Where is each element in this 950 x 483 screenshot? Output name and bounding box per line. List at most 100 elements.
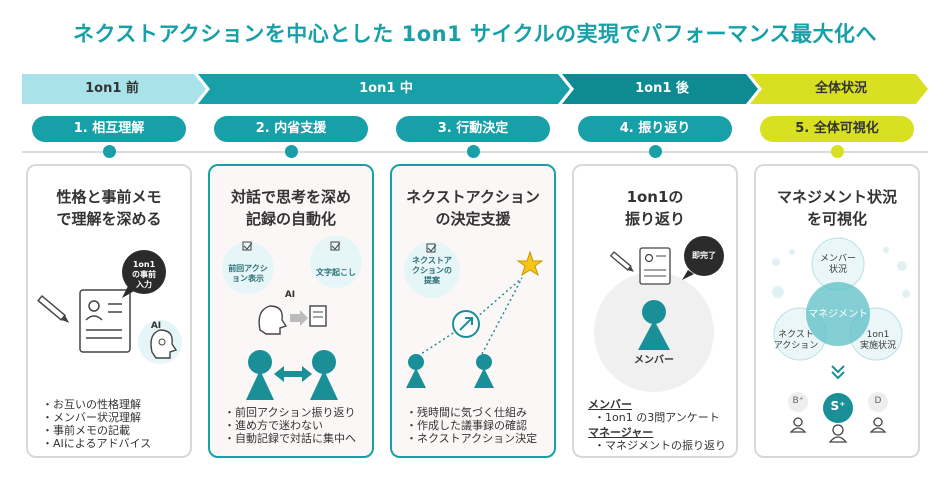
card-title-line-2: を可視化 — [806, 210, 867, 228]
bullet-item: お互いの性格理解 — [42, 398, 190, 411]
grade-badge-center — [823, 393, 853, 443]
speech-bubble-icon — [122, 250, 166, 298]
card-3-illustration — [404, 242, 544, 388]
decor-dots — [772, 247, 910, 298]
venn-line-2: 状況 — [828, 265, 847, 275]
phase-label-after: 1on1 後 — [635, 81, 689, 96]
section-title-manager: マネージャー — [588, 426, 654, 439]
card-title: マネジメント状況 を可視化 — [756, 186, 918, 230]
ai-label: AI — [284, 290, 296, 300]
grade-center: S⁺ — [830, 399, 846, 413]
document-icon — [639, 247, 671, 285]
card-title: 1on1の 振り返り — [574, 186, 736, 230]
card-title-line-2: で理解を深める — [56, 210, 162, 228]
card-title: 対話で思考を深め 記録の自動化 — [210, 186, 372, 230]
check-icon — [242, 241, 253, 251]
venn-line-1: メンバー — [819, 254, 856, 264]
bullet-item: 自動記録で対話に集中へ — [224, 432, 372, 445]
card-title-line-1: 性格と事前メモ — [56, 188, 162, 206]
arrow-circle-icon — [452, 310, 480, 338]
person-icon — [406, 354, 426, 388]
step-dot-3 — [467, 145, 480, 158]
circle-bg — [222, 242, 274, 294]
grade-right: D — [874, 396, 882, 406]
check-icon — [330, 241, 341, 251]
bubble-text: 即完了 — [692, 251, 716, 260]
step-pill-1: 1. 相互理解 — [32, 116, 186, 142]
ai-head-icon — [138, 320, 182, 364]
bubble-line-1: 1on1 — [132, 260, 156, 269]
card-mutual-understanding: 性格と事前メモ で理解を深める 1on1 — [26, 164, 192, 458]
grade-left: B⁺ — [792, 396, 804, 406]
mini-line-3: 提案 — [424, 276, 440, 285]
venn-label-management: マネジメント — [808, 309, 868, 320]
page-title: ネクストアクションを中心とした 1on1 サイクルの実現でパフォーマンス最大化へ — [72, 22, 878, 46]
card-2-bullets: 前回アクション振り返り 進め方で迷わない 自動記録で対話に集中へ — [224, 406, 372, 445]
mini-line-1: ネクストア — [412, 256, 452, 265]
phase-bar: 1on1 前 1on1 中 1on1 後 全体状況 — [22, 74, 928, 104]
ai-head-icon — [258, 305, 288, 335]
section-title-member: メンバー — [588, 398, 632, 411]
double-chevron-down-icon — [831, 365, 845, 380]
pencil-icon — [609, 251, 634, 272]
person-icon — [638, 300, 670, 350]
card-title-line-2: 振り返り — [624, 210, 685, 228]
phase-label-before: 1on1 前 — [85, 81, 139, 96]
mini-line-1: 前回アクシ — [228, 264, 268, 273]
step-pill-5: 5. 全体可視化 — [760, 116, 914, 142]
person-icon — [246, 350, 274, 400]
card-title-line-2: 記録の自動化 — [245, 210, 336, 228]
card-title-line-1: 対話で思考を深め — [230, 188, 351, 206]
mini-label-transcription: 文字起こし — [316, 268, 356, 277]
mini-label-next-action: ネクストア クションの 提案 — [404, 256, 460, 286]
ai-label: AI — [150, 321, 162, 331]
venn-circle-management — [806, 282, 870, 346]
bullet-item: 残時間に気づく仕組み — [406, 406, 554, 419]
bullet-item: ネクストアクション決定 — [406, 432, 554, 445]
venn-line-1: 1on1 — [866, 330, 890, 340]
step-dot-4 — [649, 145, 662, 158]
phase-arrow-after — [562, 74, 758, 104]
venn-line-2: 実施状況 — [859, 341, 896, 351]
card-action-decision: ネクストアクション の決定支援 ネクストア クションの 提案 残時間に気づく仕組… — [390, 164, 556, 458]
phase-arrow-overall — [750, 74, 928, 104]
card-title: ネクストアクション の決定支援 — [392, 186, 554, 230]
member-label: メンバー — [634, 355, 674, 366]
memo-icon — [309, 305, 327, 327]
circle-bg — [310, 236, 362, 288]
card-retrospective: 1on1の 振り返り 即完了 メンバー メンバー ・1on1 の3問アンケート … — [572, 164, 738, 458]
phase-arrow-before — [22, 74, 206, 104]
phase-label-during: 1on1 中 — [359, 81, 413, 96]
mini-line-2: クションの — [412, 266, 452, 275]
section-item-text: 1on1 の3問アンケート — [605, 411, 720, 424]
venn-line-1: ネクスト — [778, 330, 814, 340]
double-arrow-icon — [274, 366, 312, 382]
card-1-illustration — [37, 250, 182, 364]
section-item-manager: ・マネジメントの振り返り — [594, 439, 726, 452]
phase-label-overall: 全体状況 — [814, 81, 867, 96]
venn-label-action: ネクスト アクション — [772, 330, 820, 352]
circle-bg — [404, 242, 460, 298]
card-visualization: マネジメント状況 を可視化 メンバー 状況 — [754, 164, 920, 458]
step-pill-4: 4. 振り返り — [578, 116, 732, 142]
mini-line-2: ョン表示 — [232, 274, 264, 283]
venn-label-member: メンバー 状況 — [814, 254, 862, 276]
card-4-illustration — [594, 236, 724, 392]
section-item-member: ・1on1 の3問アンケート — [594, 411, 720, 424]
mini-label-previous-action: 前回アクシ ョン表示 — [222, 264, 274, 284]
card-3-bullets: 残時間に気づく仕組み 作成した議事録の確認 ネクストアクション決定 — [406, 406, 554, 445]
card-title-line-1: 1on1の — [626, 188, 684, 206]
step-pill-3: 3. 行動決定 — [396, 116, 550, 142]
card-2-illustration — [222, 236, 362, 400]
person-icon — [474, 354, 494, 388]
card-title-line-1: ネクストアクション — [406, 188, 540, 206]
speech-bubble-icon — [682, 236, 724, 280]
venn-line-2: アクション — [773, 341, 819, 351]
phase-arrow-during — [198, 74, 570, 104]
pencil-icon — [37, 294, 70, 323]
section-item-text: マネジメントの振り返り — [605, 439, 726, 452]
person-icon — [310, 350, 338, 400]
card-reflection-support: 対話で思考を深め 記録の自動化 前回アクシ ョン表示 文字起こし AI 前回アク — [208, 164, 374, 458]
step-dot-2 — [285, 145, 298, 158]
bubble-text: 1on1 の事前 入力 — [124, 260, 164, 290]
